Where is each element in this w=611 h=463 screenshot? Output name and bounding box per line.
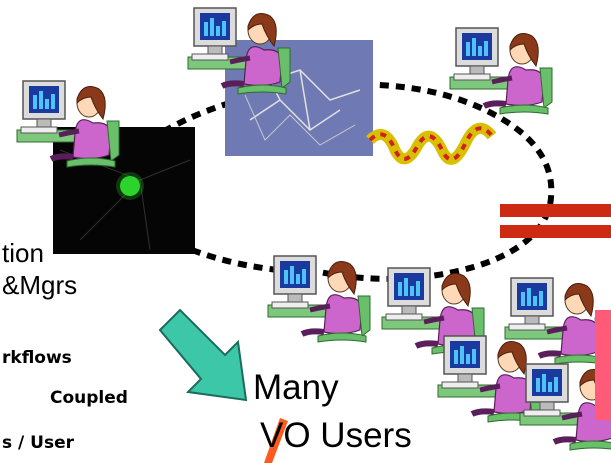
label-user: s / User: [2, 433, 75, 453]
pink-callout-box: [595, 310, 611, 420]
dotted-cycle-path: [148, 81, 555, 282]
green-particle-image: [53, 127, 195, 254]
computer-user-icon: [438, 336, 540, 422]
molecule-image: [225, 40, 373, 156]
computer-user-icon: [268, 256, 370, 342]
teal-arrow-icon: [158, 308, 248, 402]
label-many: Many: [253, 368, 339, 407]
computer-user-icon: [17, 81, 119, 167]
protein-ribbon-image: [366, 122, 497, 165]
label-tion: tion: [2, 238, 44, 268]
red-bars: [500, 204, 611, 238]
label-vo-users: VO Users: [260, 416, 412, 455]
label-coupled: Coupled: [50, 388, 128, 408]
label-workflows: rkflows: [2, 348, 72, 368]
orange-slash-mark: [264, 418, 288, 463]
label-mgrs: &Mgrs: [2, 270, 78, 300]
